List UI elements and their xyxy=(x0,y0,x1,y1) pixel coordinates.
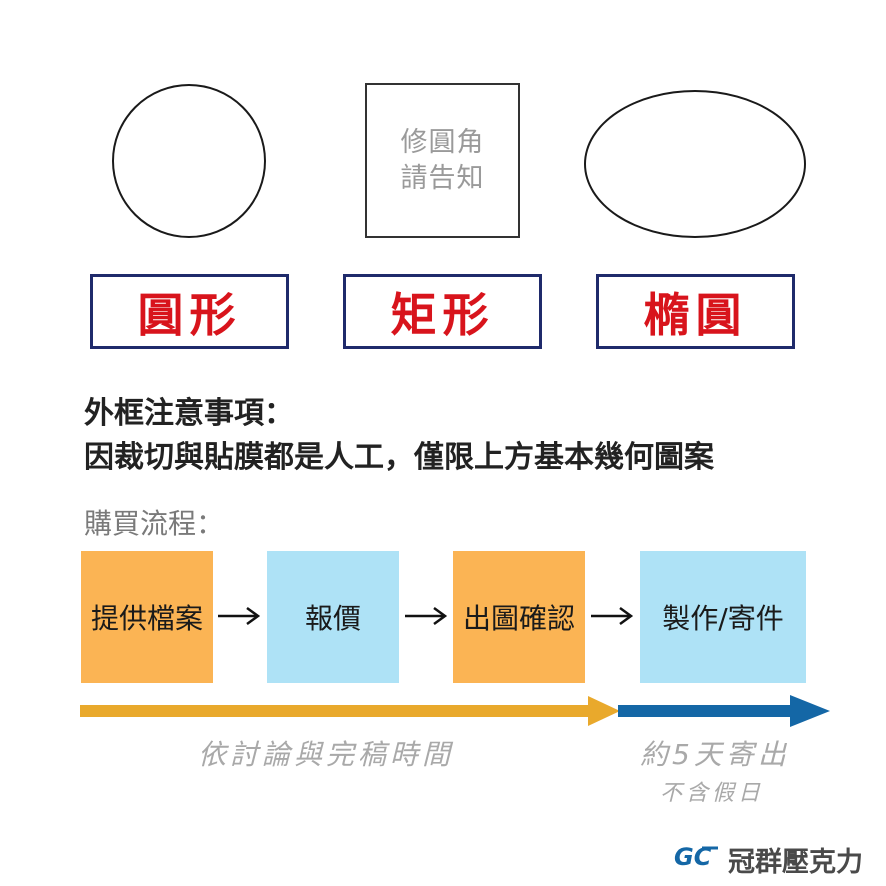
step-provide-file: 提供檔案 xyxy=(81,551,213,683)
square-note-line1: 修圓角 xyxy=(400,126,485,158)
label-rectangle: 矩形 xyxy=(390,287,495,342)
step-quote: 報價 xyxy=(267,551,399,683)
notes-text: 因裁切與貼膜都是人工，僅限上方基本幾何圖案 xyxy=(84,440,714,475)
timeline-left-label: 依討論與完稿時間 xyxy=(198,738,455,771)
step-label: 製作/寄件 xyxy=(662,602,784,635)
step-label: 報價 xyxy=(304,602,361,635)
rectangle-shape: 修圓角 請告知 xyxy=(365,83,520,238)
ellipse-shape xyxy=(584,90,806,238)
label-box-rectangle: 矩形 xyxy=(343,274,542,349)
arrow-right-icon xyxy=(218,606,261,626)
step-label: 出圖確認 xyxy=(462,602,575,635)
label-circle: 圓形 xyxy=(137,287,242,342)
brand-name: 冠群壓克力 xyxy=(728,847,863,878)
timeline-arrows xyxy=(80,695,830,727)
timeline-arrow-left xyxy=(80,696,620,726)
arrow-right-icon xyxy=(405,606,448,626)
process-title: 購買流程： xyxy=(84,507,225,540)
step-proof-confirm: 出圖確認 xyxy=(453,551,585,683)
notes-heading: 外框注意事項： xyxy=(84,396,294,431)
brand-logo-icon: GC xyxy=(672,842,720,871)
arrow-right-icon xyxy=(591,606,634,626)
timeline-right-label: 約5天寄出 xyxy=(640,738,790,771)
timeline-arrow-right xyxy=(618,695,830,727)
step-produce-ship: 製作/寄件 xyxy=(640,551,806,683)
timeline-right-sublabel: 不含假日 xyxy=(660,781,765,806)
square-note-line2: 請告知 xyxy=(400,162,485,194)
step-label: 提供檔案 xyxy=(90,602,203,635)
label-ellipse: 橢圓 xyxy=(643,287,748,342)
circle-shape xyxy=(112,84,266,238)
label-box-circle: 圓形 xyxy=(90,274,289,349)
label-box-ellipse: 橢圓 xyxy=(596,274,795,349)
